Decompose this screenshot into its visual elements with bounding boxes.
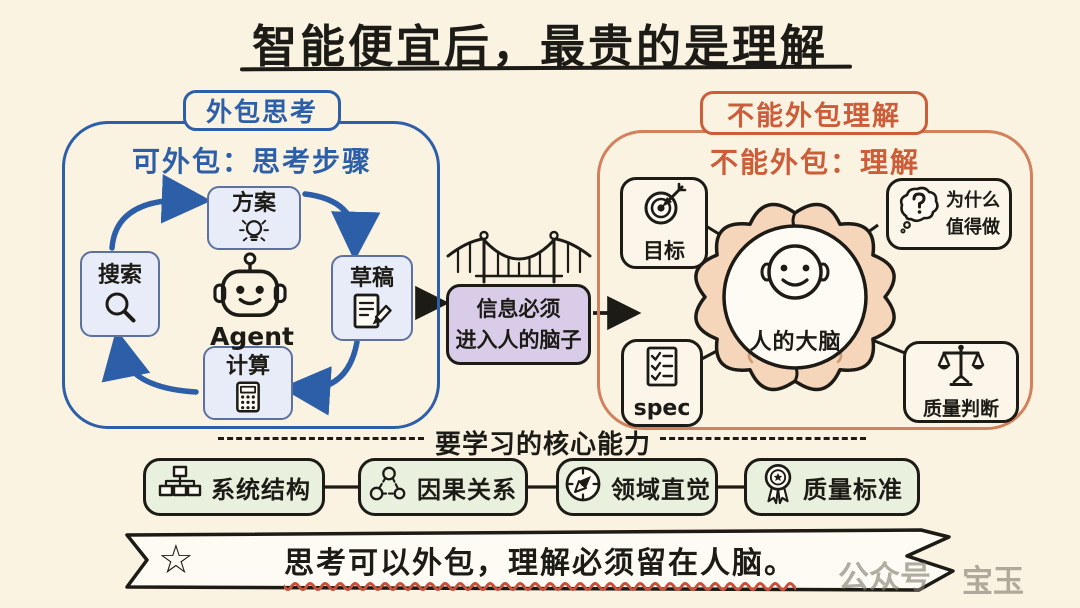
watermark-part2: 宝玉: [962, 564, 1024, 600]
bridge-box-line1: 信息必须: [476, 297, 561, 322]
agent-label: Agent: [210, 322, 294, 351]
note-goal: 目标: [620, 177, 708, 269]
skill-causality: 因果关系: [358, 458, 528, 516]
heading-dash-right: [660, 437, 866, 440]
banner-text: 思考可以外包，理解必须留在人脑。: [284, 546, 796, 581]
note-why-worth-doing: 为什么 值得做: [886, 178, 1012, 250]
question-thought-icon: [898, 186, 940, 242]
scale-icon: [937, 343, 985, 392]
note-why-line1: 为什么: [946, 190, 1000, 211]
outsource-thinking-tag: 外包思考: [183, 90, 341, 131]
checklist-icon: [645, 346, 679, 394]
medal-icon: [761, 463, 795, 511]
step-plan: 方案: [207, 186, 301, 250]
watermark-part1: 公众号: [838, 560, 931, 596]
skill-causality-label: 因果关系: [417, 475, 517, 504]
note-quality-judgment: 质量判断: [903, 341, 1019, 423]
skill-quality-standards-label: 质量标准: [803, 475, 903, 504]
step-calculate-label: 计算: [225, 353, 270, 379]
step-search-label: 搜索: [97, 262, 142, 288]
skill-quality-standards: 质量标准: [744, 458, 920, 516]
cannot-outsource-subtitle: 不能外包：理解: [709, 146, 920, 179]
skill-domain-intuition: 领域直觉: [556, 458, 718, 516]
skill-domain-intuition-label: 领域直觉: [611, 475, 711, 504]
page-title: 智能便宜后，最贵的是理解: [251, 20, 828, 73]
note-spec-label: spec: [633, 395, 691, 421]
bridge-box-line2: 进入人的脑子: [455, 327, 582, 352]
step-search: 搜索: [80, 251, 160, 337]
lightbulb-icon: [237, 218, 271, 252]
hierarchy-icon: [157, 465, 203, 509]
info-must-enter-brain-box: 信息必须 进入人的脑子: [446, 284, 591, 365]
agent: Agent: [210, 250, 294, 351]
star-icon: ☆: [158, 537, 194, 583]
calculator-icon: [233, 381, 263, 419]
brain-illustration: [660, 182, 930, 412]
step-draft: 草稿: [331, 255, 413, 341]
target-icon: [641, 182, 687, 233]
note-why-text: 为什么 值得做: [946, 187, 1000, 241]
note-goal-label: 目标: [643, 238, 685, 263]
cannot-outsource-tag: 不能外包理解: [700, 91, 928, 135]
bridge-icon: [446, 226, 592, 286]
note-why-line2: 值得做: [946, 217, 1000, 238]
outsource-subtitle: 可外包：思考步骤: [131, 145, 372, 178]
step-draft-label: 草稿: [349, 265, 394, 291]
skills-heading: 要学习的核心能力: [434, 430, 651, 460]
note-judge-label: 质量判断: [922, 398, 999, 420]
search-icon: [102, 290, 138, 332]
robot-icon: [211, 252, 289, 326]
brain-label: 人的大脑: [749, 330, 842, 355]
step-plan-label: 方案: [231, 190, 276, 216]
compass-icon: [563, 464, 603, 510]
step-calculate: 计算: [203, 346, 293, 420]
skill-system-structure-label: 系统结构: [211, 475, 311, 504]
note-spec: spec: [621, 339, 703, 427]
banner-ribbon: [125, 528, 955, 592]
draft-icon: [351, 293, 393, 337]
heading-dash-left: [218, 437, 424, 440]
causal-graph-icon: [369, 464, 409, 510]
skill-system-structure: 系统结构: [143, 458, 325, 516]
